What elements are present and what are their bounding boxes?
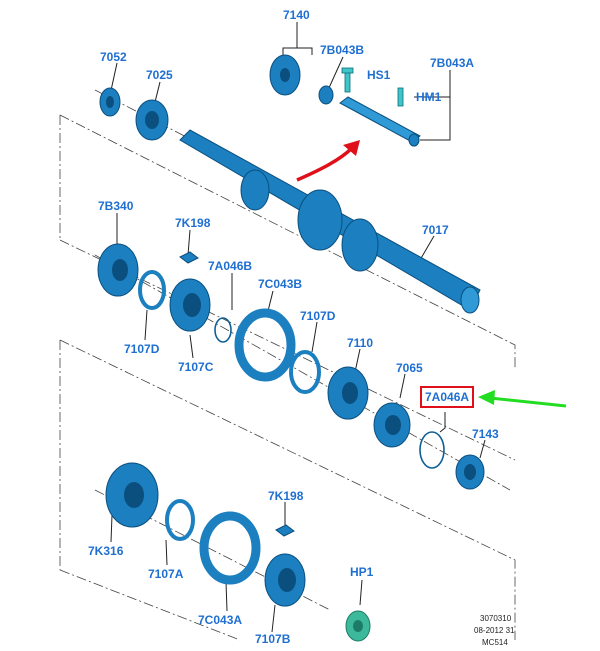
part-7052-bearing — [99, 87, 121, 117]
label-7107b: 7107B — [255, 632, 291, 646]
label-7b340: 7B340 — [98, 199, 134, 213]
label-7k316: 7K316 — [88, 544, 124, 558]
label-7107d-left: 7107D — [124, 342, 160, 356]
part-7k198-key-top — [179, 251, 199, 264]
label-7k198-top: 7K198 — [175, 216, 211, 230]
part-7065-synchro — [373, 402, 411, 448]
label-7025: 7025 — [146, 68, 173, 82]
part-7a046b-snapring — [214, 317, 232, 343]
part-7110-gear — [327, 366, 369, 420]
label-7052: 7052 — [100, 50, 127, 64]
reference-number: 3070310 — [480, 614, 512, 623]
label-7065: 7065 — [396, 361, 423, 375]
part-7b340-gear — [97, 243, 139, 297]
label-7107d-right: 7107D — [300, 309, 336, 323]
label-7110: 7110 — [347, 336, 374, 350]
part-hp1-plug — [345, 610, 371, 642]
red-arrow — [296, 140, 360, 182]
label-7k198-bottom: 7K198 — [268, 489, 304, 503]
part-7107d-ring-left — [138, 270, 166, 310]
label-hs1: HS1 — [367, 68, 391, 82]
part-7107a-ring — [165, 499, 195, 541]
label-7140: 7140 — [283, 8, 310, 22]
part-hs1-pin — [341, 67, 354, 93]
label-7107a: 7107A — [148, 567, 184, 581]
part-7b043a-shaft — [339, 96, 421, 147]
part-7140-gear — [269, 54, 301, 96]
green-arrow — [478, 390, 567, 408]
reference-date: 08-2012 31 — [474, 626, 515, 635]
part-7143-bearing — [455, 454, 485, 490]
label-7017: 7017 — [422, 223, 449, 237]
part-7k198-key-bottom — [275, 524, 295, 537]
part-7107d-ring-right — [289, 350, 321, 394]
part-7c043b-sleeve — [234, 308, 296, 382]
label-7c043b: 7C043B — [258, 277, 303, 291]
part-7k316-gear — [105, 462, 159, 528]
label-7b043b: 7B043B — [320, 43, 365, 57]
part-7017-mainshaft — [179, 129, 481, 314]
reference-code: MC514 — [482, 638, 508, 646]
label-7c043a: 7C043A — [198, 613, 243, 627]
label-hp1: HP1 — [350, 565, 374, 579]
label-7a046a-highlighted: 7A046A — [420, 386, 475, 408]
part-7a046a-snapring — [419, 431, 445, 469]
part-hm1-pin — [397, 87, 404, 107]
label-7107c: 7107C — [178, 360, 214, 374]
part-7c043a-sleeve — [199, 511, 261, 585]
label-7b043a: 7B043A — [430, 56, 475, 70]
label-7143: 7143 — [472, 427, 499, 441]
part-7107b-hub — [264, 553, 306, 607]
label-hm1: HM1 — [416, 90, 442, 104]
part-7107c-hub — [169, 278, 211, 332]
label-7a046b: 7A046B — [208, 259, 253, 273]
part-7025-gear — [135, 99, 169, 141]
part-7b043b-bushing — [318, 85, 334, 105]
